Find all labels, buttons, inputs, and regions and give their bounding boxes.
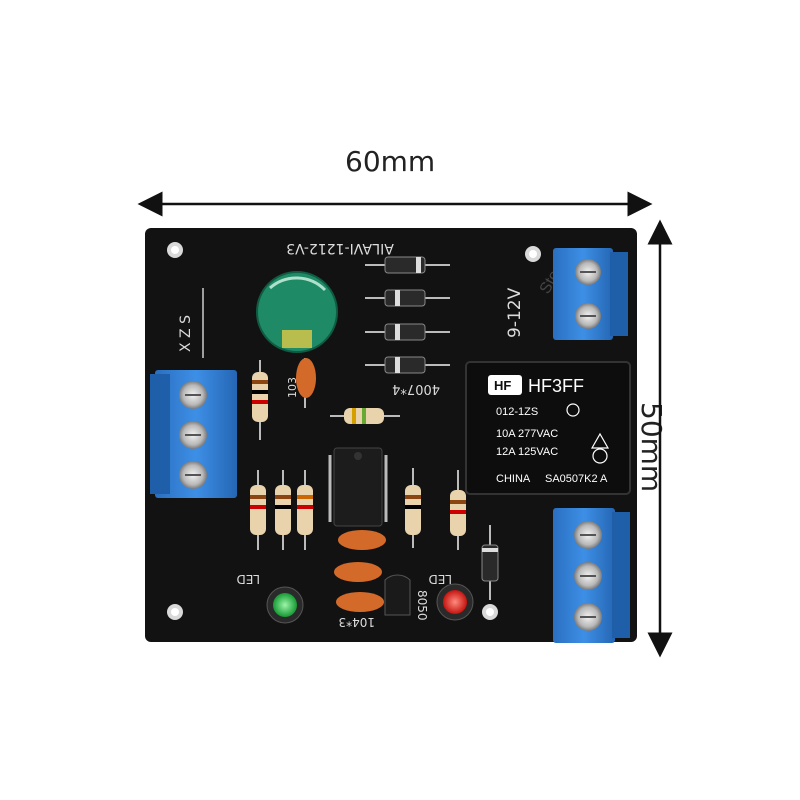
ceramic-capacitors-104 xyxy=(334,530,386,612)
cap-code-104: 104*3 xyxy=(338,615,375,629)
pcb-title-silk: AILAVI-1212-V3 xyxy=(286,240,394,256)
power-terminal-block xyxy=(553,248,628,340)
led-right-label: LED xyxy=(428,572,452,586)
green-led xyxy=(266,586,304,624)
transistor xyxy=(384,574,411,616)
electrolytic-capacitor xyxy=(256,271,338,353)
ceramic-capacitor-103 xyxy=(296,358,316,408)
sensor-terminal-block xyxy=(150,370,237,498)
relay-rating-2: 12A 125VAC xyxy=(496,446,558,458)
relay xyxy=(465,361,631,495)
flyback-diode xyxy=(481,525,499,600)
diode-code-label: 4007*4 xyxy=(392,381,440,396)
resistors xyxy=(250,360,466,550)
transistor-code: 8050 xyxy=(415,590,429,621)
power-label: 9-12V xyxy=(505,287,525,338)
red-led xyxy=(436,583,474,621)
relay-origin: CHINA xyxy=(496,473,531,485)
relay-batch: SA0507K2 A xyxy=(545,473,608,485)
led-left-label: LED xyxy=(236,572,260,586)
xzs-label: X Z S xyxy=(178,315,194,352)
mounting-holes xyxy=(167,242,541,620)
output-terminal-block xyxy=(553,508,630,643)
cap-code-103: 103 xyxy=(286,377,299,398)
width-dimension-label: 60mm xyxy=(345,145,436,178)
relay-rating-1: 10A 277VAC xyxy=(496,428,558,440)
diodes-4007 xyxy=(365,256,450,374)
relay-coil: 012-1ZS xyxy=(496,406,538,418)
certification-marks xyxy=(566,403,610,464)
ic-chip xyxy=(328,447,388,527)
relay-model: HF3FF xyxy=(528,376,584,396)
relay-brand: HF xyxy=(494,378,511,393)
